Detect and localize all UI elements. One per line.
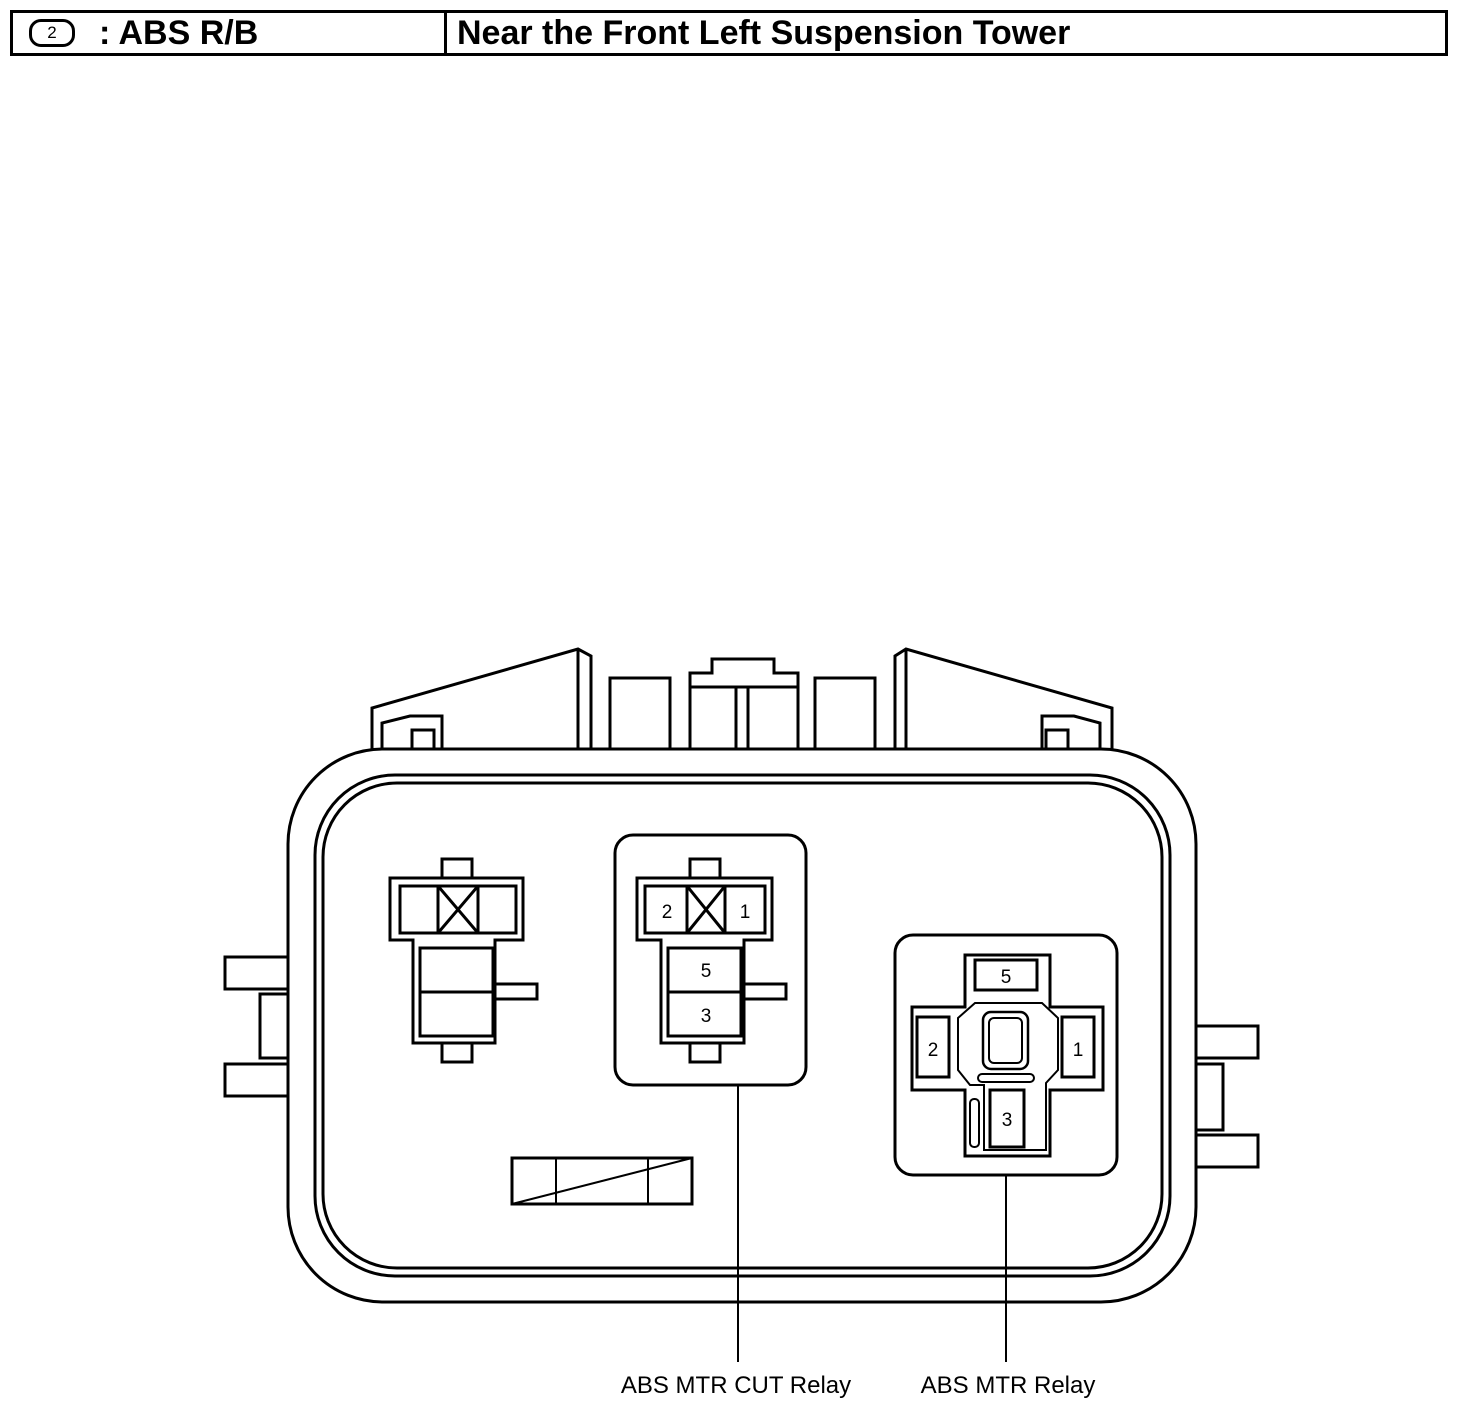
top-left-bracket bbox=[370, 647, 593, 751]
cut-relay-pin-3: 3 bbox=[701, 1006, 712, 1027]
unused-relay-socket bbox=[388, 857, 539, 1064]
cut-relay-pin-2: 2 bbox=[662, 902, 673, 923]
abs-mtr-relay-label: ABS MTR Relay bbox=[921, 1372, 1096, 1399]
header-id-cell: 2 : ABS R/B bbox=[13, 13, 447, 53]
abs-mtr-cut-relay-label: ABS MTR CUT Relay bbox=[621, 1372, 851, 1399]
header-location-cell: Near the Front Left Suspension Tower bbox=[447, 13, 1445, 53]
mtr-relay-pin-3: 3 bbox=[1002, 1110, 1013, 1131]
mtr-relay-pin-5: 5 bbox=[1001, 967, 1012, 988]
mtr-relay-pin-1: 1 bbox=[1073, 1040, 1084, 1061]
reference-number-badge: 2 bbox=[29, 19, 75, 47]
cut-relay-pin-5: 5 bbox=[701, 961, 712, 982]
location-text: Near the Front Left Suspension Tower bbox=[457, 13, 1071, 52]
fuse-slot bbox=[510, 1156, 694, 1206]
mtr-relay-pin-2: 2 bbox=[928, 1040, 939, 1061]
top-right-bracket bbox=[893, 647, 1114, 751]
header-bar: 2 : ABS R/B Near the Front Left Suspensi… bbox=[10, 10, 1448, 56]
relay-block-title: : ABS R/B bbox=[99, 13, 259, 52]
cut-relay-pin-1: 1 bbox=[740, 902, 751, 923]
top-center-tabs bbox=[608, 657, 877, 751]
left-side-tabs bbox=[223, 955, 290, 1098]
right-side-tabs bbox=[1193, 1024, 1260, 1169]
housing-inner bbox=[313, 773, 1172, 1278]
abs-mtr-cut-relay-socket bbox=[613, 833, 808, 1087]
housing-inner-lip bbox=[321, 781, 1164, 1270]
